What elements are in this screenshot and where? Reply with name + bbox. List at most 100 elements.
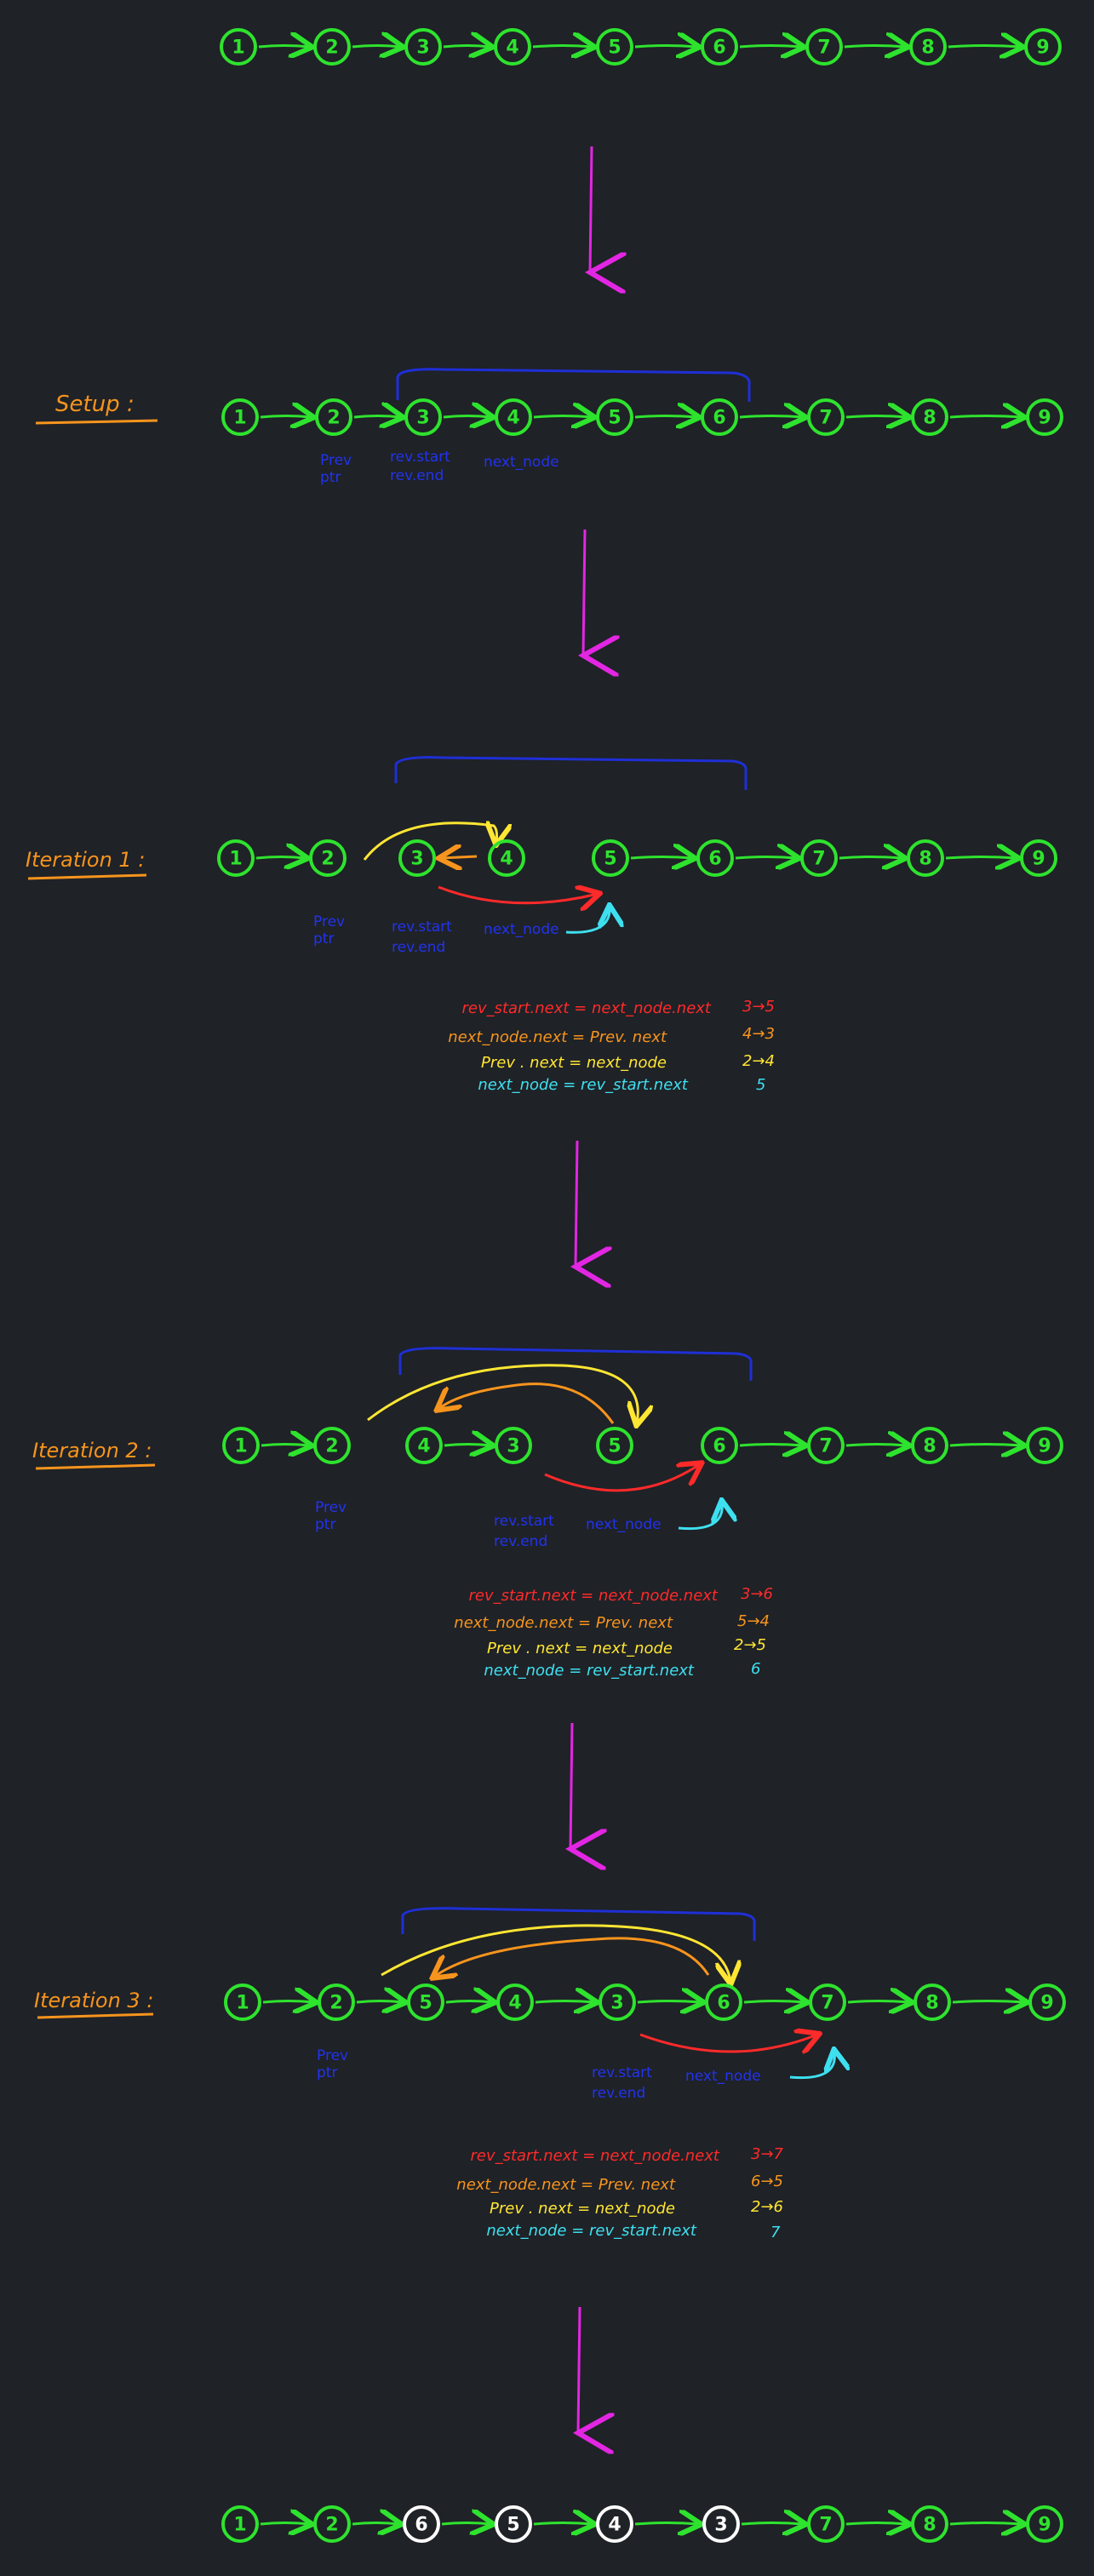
node-circle (596, 28, 633, 66)
node-circle (224, 1984, 261, 2021)
node-circle (701, 398, 738, 436)
code-line-1: rev_start.next = next_node.next (468, 1587, 718, 1605)
node-label: 1 (233, 2515, 246, 2536)
list-node: 4 (494, 28, 531, 66)
link-arrow (741, 2523, 804, 2525)
node-circle (702, 2505, 740, 2543)
node-circle (217, 839, 255, 877)
node-circle (309, 839, 347, 877)
code-line-2: next_node.next = Prev. next (456, 2176, 676, 2194)
node-circle (403, 2505, 440, 2543)
node-circle (705, 1984, 742, 2021)
list-node: 7 (807, 398, 845, 436)
list-node: 1 (224, 1984, 261, 2021)
list-node: 2 (309, 839, 347, 877)
node-circle (596, 2505, 633, 2543)
node-label: 6 (708, 849, 721, 870)
list-node: 3 (398, 839, 436, 877)
link-arrow (634, 46, 697, 48)
node-circle (495, 1427, 532, 1464)
link-arrow (945, 857, 1017, 859)
node-circle (701, 28, 738, 66)
node-circle (599, 1984, 636, 2021)
link-arrow (949, 1445, 1022, 1446)
code-line-4: next_node = rev_start.next (478, 1076, 689, 1094)
node-circle (800, 839, 838, 877)
code-line-4: next_node = rev_start.next (484, 1662, 695, 1680)
node-label: 9 (1038, 408, 1051, 429)
list-node: 3 (702, 2505, 740, 2543)
node-label: 5 (608, 408, 621, 429)
list-node: 5 (596, 28, 633, 66)
node-label: 6 (415, 2515, 427, 2536)
node-label: 4 (506, 37, 518, 59)
link-arrow (634, 416, 697, 418)
node-circle (1028, 1984, 1066, 2021)
link-arrow (845, 416, 908, 418)
node-circle (909, 28, 947, 66)
node-label: 8 (923, 408, 936, 429)
link-arrow (630, 857, 693, 859)
yellow-arrow (381, 1924, 730, 1982)
node-circle (1026, 1427, 1063, 1464)
code-line-3: Prev . next = next_node (487, 1640, 673, 1657)
list-node: 4 (596, 2505, 633, 2543)
list-node: 9 (1026, 1427, 1063, 1464)
list-node: 2 (315, 398, 352, 436)
node-circle (592, 839, 629, 877)
flow-arrow (590, 146, 592, 272)
node-circle (596, 1427, 633, 1464)
link-arrow (533, 2523, 593, 2525)
reverse-range-bracket (396, 368, 751, 402)
list-node: 9 (1024, 28, 1062, 66)
cyan-arrow (565, 907, 610, 934)
list-node: 8 (907, 839, 944, 877)
list-node: 6 (403, 2505, 440, 2543)
code-line-2: next_node.next = Prev. next (454, 1614, 673, 1632)
list-node: 6 (696, 839, 734, 877)
result-1: 3→5 (742, 998, 775, 1016)
link-arrow (258, 46, 310, 48)
list-node: 3 (599, 1984, 636, 2021)
cyan-arrow (789, 2052, 834, 2080)
next-node-pointer-label: next_node (484, 921, 559, 938)
list-node: 6 (701, 28, 738, 66)
list-node: 8 (909, 28, 947, 66)
node-circle (495, 2505, 532, 2543)
list-node: 6 (705, 1984, 742, 2021)
node-label: 1 (234, 1436, 247, 1457)
next-node-pointer-label: next_node (685, 2068, 761, 2085)
code-line-4: next_node = rev_start.next (486, 2222, 697, 2240)
list-node: 5 (495, 2505, 532, 2543)
orange-arrow (434, 1937, 710, 1977)
link-arrow (739, 416, 804, 418)
link-arrow (352, 2523, 399, 2525)
link-arrow (739, 1445, 804, 1446)
result-3: 2→4 (742, 1052, 775, 1070)
node-label: 9 (1036, 37, 1049, 59)
list-node: 9 (1026, 2505, 1063, 2543)
list-node: 8 (911, 398, 948, 436)
list-node: 1 (220, 28, 257, 66)
code-block-iter2: rev_start.next = next_node.next next_nod… (454, 1585, 773, 1680)
node-label: 1 (233, 408, 246, 429)
node-circle (807, 2505, 845, 2543)
list-node: 5 (592, 839, 629, 877)
list-node: 5 (407, 1984, 444, 2021)
result-2: 5→4 (737, 1612, 770, 1630)
result-4: 5 (756, 1076, 765, 1094)
node-circle (1026, 2505, 1063, 2543)
node-circle (701, 1427, 738, 1464)
node-label: 6 (713, 1436, 725, 1457)
node-label: 7 (817, 37, 830, 59)
node-label: 4 (500, 849, 513, 870)
list-node: 7 (805, 28, 843, 66)
node-circle (914, 1984, 951, 2021)
